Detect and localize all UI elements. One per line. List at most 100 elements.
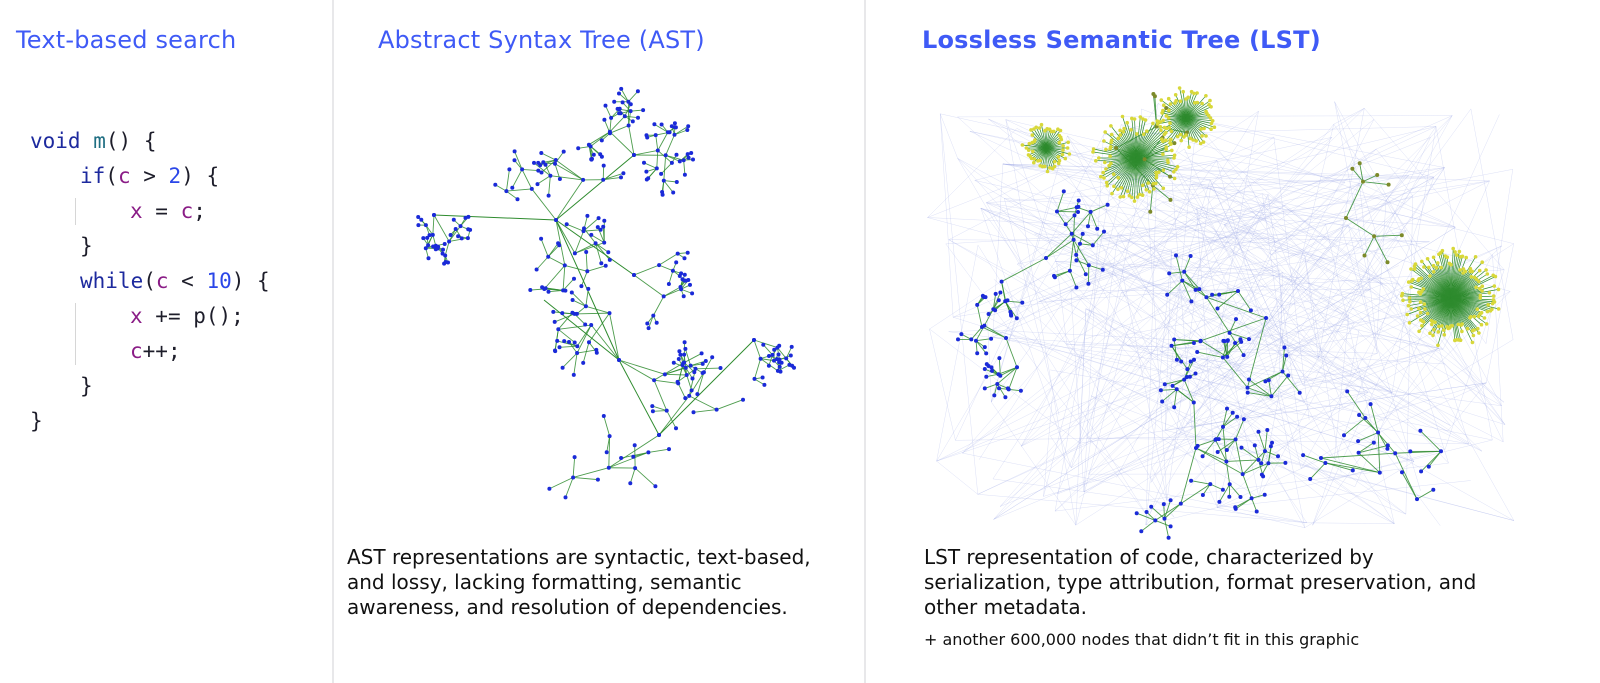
graph-edge — [948, 239, 1276, 243]
graph-edge — [572, 467, 609, 478]
code-token: while — [80, 269, 144, 293]
graph-node — [1301, 453, 1306, 458]
graph-edge — [652, 410, 667, 412]
graph-edge — [1045, 131, 1055, 149]
graph-node — [1105, 184, 1109, 188]
graph-node — [1485, 309, 1490, 314]
graph-edge — [540, 159, 556, 166]
graph-edge — [1224, 224, 1400, 285]
graph-node — [1225, 338, 1230, 343]
graph-edge — [1401, 472, 1418, 500]
graph-edge — [1427, 312, 1506, 425]
graph-node — [1194, 139, 1198, 143]
graph-edge — [1123, 128, 1137, 159]
graph-edge — [506, 188, 532, 192]
graph-edge — [1193, 119, 1445, 168]
graph-node — [1227, 494, 1232, 499]
graph-node — [1345, 389, 1350, 394]
graph-node — [777, 364, 782, 369]
graph-edge — [1045, 239, 1074, 259]
graph-edge — [603, 172, 624, 181]
graph-node — [1174, 167, 1178, 172]
graph-node — [1159, 98, 1164, 102]
graph-node — [1159, 128, 1163, 133]
graph-node — [1088, 209, 1093, 214]
graph-edge — [660, 162, 673, 175]
graph-edge — [1121, 230, 1406, 294]
graph-edge — [1262, 193, 1284, 350]
graph-edge — [1031, 147, 1047, 159]
graph-node — [535, 182, 540, 187]
graph-node — [1385, 443, 1390, 448]
lst-caption-line: LST representation of code, characterize… — [924, 545, 1374, 569]
graph-node — [683, 396, 688, 401]
graph-node — [1488, 309, 1493, 313]
graph-edge — [1135, 123, 1154, 159]
graph-edge — [986, 312, 992, 403]
graph-node — [1240, 472, 1245, 477]
graph-node — [1008, 309, 1013, 314]
graph-node — [1209, 127, 1213, 131]
graph-node — [1197, 287, 1202, 292]
graph-edge — [1278, 398, 1306, 528]
graph-node — [1399, 233, 1404, 238]
graph-node — [699, 351, 704, 356]
graph-edge — [753, 339, 778, 349]
graph-edge — [1021, 272, 1283, 447]
graph-node — [1214, 437, 1219, 442]
graph-edge — [1044, 147, 1047, 167]
graph-edge — [1008, 388, 1021, 392]
code-token: ++; — [142, 339, 181, 363]
graph-edge — [1183, 271, 1207, 298]
graph-edge — [1215, 426, 1224, 440]
graph-edge — [1374, 234, 1402, 237]
graph-edge — [1030, 129, 1047, 149]
graph-node — [1151, 181, 1156, 186]
graph-edge — [1121, 195, 1413, 294]
graph-node — [581, 229, 586, 234]
graph-edge — [980, 208, 1072, 468]
graph-edge — [573, 352, 578, 376]
graph-edge — [1120, 292, 1407, 515]
graph-node — [1164, 106, 1169, 110]
graph-edge — [585, 288, 589, 307]
graph-node — [1431, 263, 1436, 268]
graph-edge — [1210, 188, 1483, 452]
graph-edge — [975, 340, 978, 354]
graph-edge — [540, 238, 549, 257]
graph-edge — [948, 331, 1502, 407]
graph-node — [1148, 209, 1153, 214]
graph-node — [1055, 209, 1059, 214]
graph-node — [675, 251, 680, 256]
code-token: } — [30, 409, 43, 433]
graph-node — [1297, 390, 1302, 395]
graph-edge — [1180, 117, 1187, 141]
graph-edge — [1311, 257, 1451, 426]
graph-node — [1407, 296, 1412, 300]
graph-edge — [1165, 429, 1514, 521]
graph-node — [1099, 174, 1103, 179]
graph-node — [1350, 468, 1355, 473]
graph-node — [1215, 450, 1220, 454]
graph-edge — [595, 243, 602, 264]
graph-edge — [1200, 317, 1267, 342]
graph-edge — [936, 283, 1383, 462]
graph-edge — [939, 113, 954, 318]
code-token: } — [80, 374, 93, 398]
graph-edge — [1450, 256, 1476, 299]
graph-node — [539, 236, 544, 241]
graph-node — [1201, 140, 1206, 144]
graph-edge — [987, 316, 1395, 524]
graph-edge — [633, 150, 658, 156]
graph-edge — [1427, 312, 1469, 444]
graph-node — [669, 124, 674, 129]
graph-node — [1102, 229, 1106, 234]
graph-node — [557, 177, 562, 181]
graph-edge — [1123, 186, 1306, 528]
graph-node — [687, 393, 692, 398]
graph-node — [997, 356, 1002, 361]
graph-node — [1044, 256, 1048, 260]
graph-edge — [1212, 290, 1239, 296]
graph-edge — [1151, 467, 1168, 501]
graph-node — [1212, 125, 1217, 129]
